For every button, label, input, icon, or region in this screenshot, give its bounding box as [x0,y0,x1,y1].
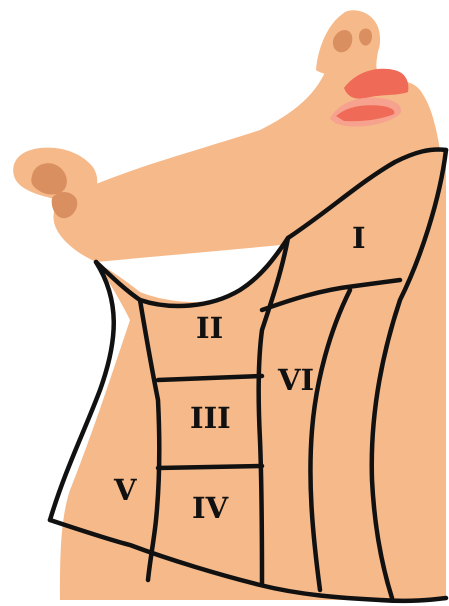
region-label-IV: IV [192,491,229,525]
boundary-III-IV [158,466,262,468]
region-label-V: V [113,473,137,507]
region-label-I: I [352,221,366,255]
region-label-VI: VI [277,363,314,397]
region-label-II: II [196,311,223,345]
region-label-III: III [190,401,231,435]
